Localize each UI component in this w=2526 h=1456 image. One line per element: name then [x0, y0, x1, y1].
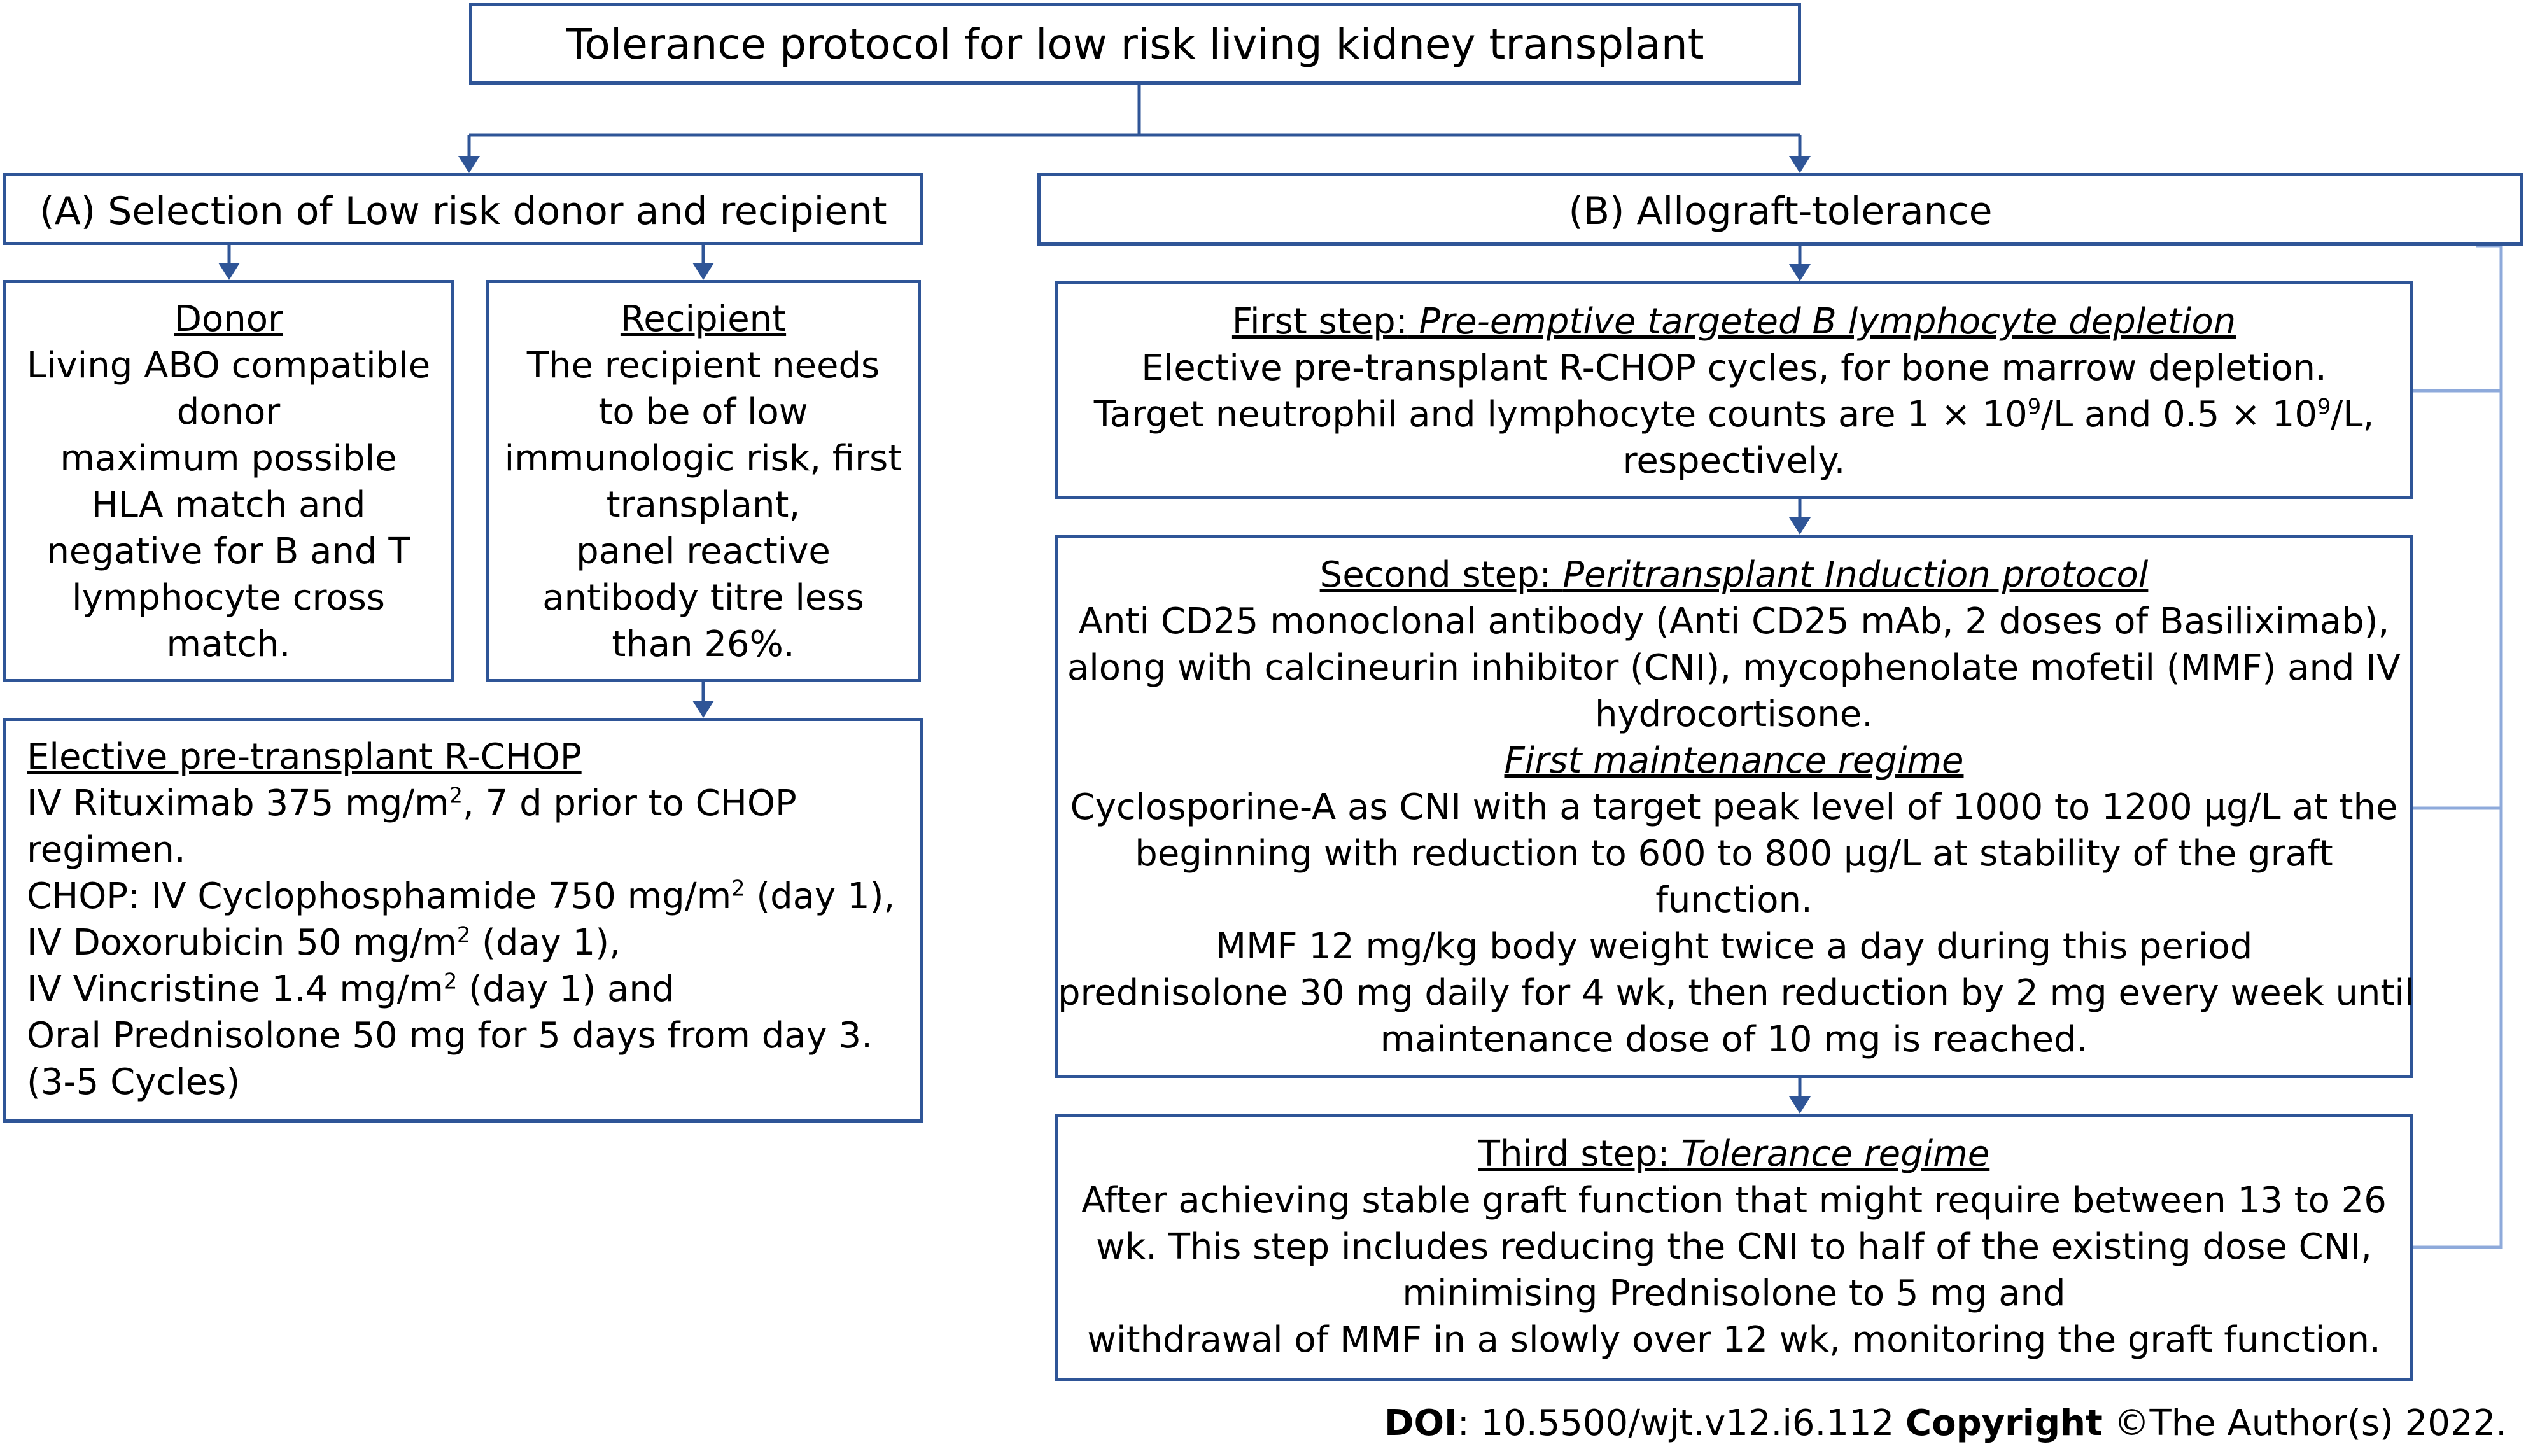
donor-line: Living ABO compatible — [26, 345, 431, 386]
recipient-line: antibody titre less — [542, 577, 864, 619]
step1-line: respectively. — [1622, 440, 1846, 482]
maintenance-line: prednisolone 30 mg daily for 4 wk, then … — [1058, 972, 2415, 1014]
rchop-label: Elective pre-transplant R-CHOP — [27, 736, 582, 778]
donor-line: match. — [166, 624, 291, 665]
section-a-heading: (A) Selection of Low risk donor and reci… — [39, 189, 887, 234]
donor-line: lymphocyte cross — [72, 577, 385, 619]
rchop-line: (3-5 Cycles) — [27, 1061, 241, 1103]
recipient-line: transplant, — [606, 484, 801, 526]
maintenance-line: beginning with reduction to 600 to 800 μ… — [1135, 833, 2333, 874]
rchop-line: IV Rituximab 375 mg/m2, 7 d prior to CHO… — [27, 783, 797, 824]
rchop-line: IV Doxorubicin 50 mg/m2 (day 1), — [27, 922, 621, 963]
step1-box: First step: Pre-emptive targeted B lymph… — [1055, 281, 2413, 499]
rchop-box: Elective pre-transplant R-CHOP IV Rituxi… — [3, 718, 923, 1123]
copyright-label: Copyright — [1905, 1403, 2103, 1444]
section-b-header: (B) Allograft-tolerance — [1037, 173, 2523, 246]
maintenance-line: MMF 12 mg/kg body weight twice a day dur… — [1215, 926, 2253, 967]
recipient-box: Recipient The recipient needs to be of l… — [486, 280, 921, 682]
step2-line: along with calcineurin inhibitor (CNI), … — [1067, 647, 2401, 689]
section-a-header: (A) Selection of Low risk donor and reci… — [3, 173, 923, 245]
step1-line: Target neutrophil and lymphocyte counts … — [1093, 394, 2375, 435]
rchop-line: regimen. — [27, 829, 186, 871]
step3-line: wk. This step includes reducing the CNI … — [1096, 1226, 2372, 1268]
step2-line: Anti CD25 monoclonal antibody (Anti CD25… — [1078, 601, 2390, 642]
maintenance-line: function. — [1655, 879, 1813, 921]
step1-heading: First step: Pre-emptive targeted B lymph… — [1231, 301, 2236, 342]
step1-line: Elective pre-transplant R-CHOP cycles, f… — [1141, 347, 2327, 389]
doi-value: : 10.5500/wjt.v12.i6.112 — [1457, 1403, 1906, 1444]
donor-line: donor — [176, 391, 281, 433]
recipient-line: immunologic risk, first — [504, 438, 902, 479]
step2-line: hydrocortisone. — [1594, 694, 1873, 735]
maintenance-line: Cyclosporine-A as CNI with a target peak… — [1070, 787, 2398, 828]
recipient-line: The recipient needs — [526, 345, 880, 386]
maintenance-heading: First maintenance regime — [1504, 740, 1964, 781]
doi-label: DOI — [1384, 1403, 1457, 1444]
doi-footer: DOI: 10.5500/wjt.v12.i6.112 Copyright ©T… — [1384, 1400, 2507, 1446]
title-box: Tolerance protocol for low risk living k… — [469, 3, 1801, 85]
donor-line: negative for B and T — [46, 531, 410, 572]
step2-box: Second step: Peritransplant Induction pr… — [1055, 535, 2415, 1078]
step3-line: minimising Prednisolone to 5 mg and — [1402, 1273, 2066, 1314]
donor-line: HLA match and — [91, 484, 366, 526]
step3-line: After achieving stable graft function th… — [1081, 1180, 2387, 1221]
donor-box: Donor Living ABO compatible donor maximu… — [3, 280, 454, 682]
recipient-label: Recipient — [620, 298, 787, 340]
step3-line: withdrawal of MMF in a slowly over 12 wk… — [1087, 1319, 2381, 1361]
copyright-value: ©The Author(s) 2022. — [2102, 1403, 2507, 1444]
section-b-heading: (B) Allograft-tolerance — [1568, 189, 1993, 234]
recipient-line: to be of low — [598, 391, 808, 433]
donor-label: Donor — [174, 298, 283, 340]
rchop-line: IV Vincristine 1.4 mg/m2 (day 1) and — [27, 969, 675, 1010]
donor-line: maximum possible — [60, 438, 397, 479]
step3-box: Third step: Tolerance regime After achie… — [1055, 1114, 2413, 1381]
bracket-line — [2413, 244, 2503, 1249]
recipient-line: than 26%. — [612, 624, 795, 665]
rchop-line: Oral Prednisolone 50 mg for 5 days from … — [27, 1015, 873, 1056]
recipient-line: panel reactive — [576, 531, 831, 572]
arrowheads — [218, 135, 1811, 1114]
diagram-title: Tolerance protocol for low risk living k… — [566, 20, 1704, 69]
rchop-line: CHOP: IV Cyclophosphamide 750 mg/m2 (day… — [27, 876, 895, 917]
maintenance-line: maintenance dose of 10 mg is reached. — [1380, 1019, 2088, 1060]
step2-heading: Second step: Peritransplant Induction pr… — [1319, 554, 2149, 596]
step3-heading: Third step: Tolerance regime — [1478, 1133, 1990, 1175]
